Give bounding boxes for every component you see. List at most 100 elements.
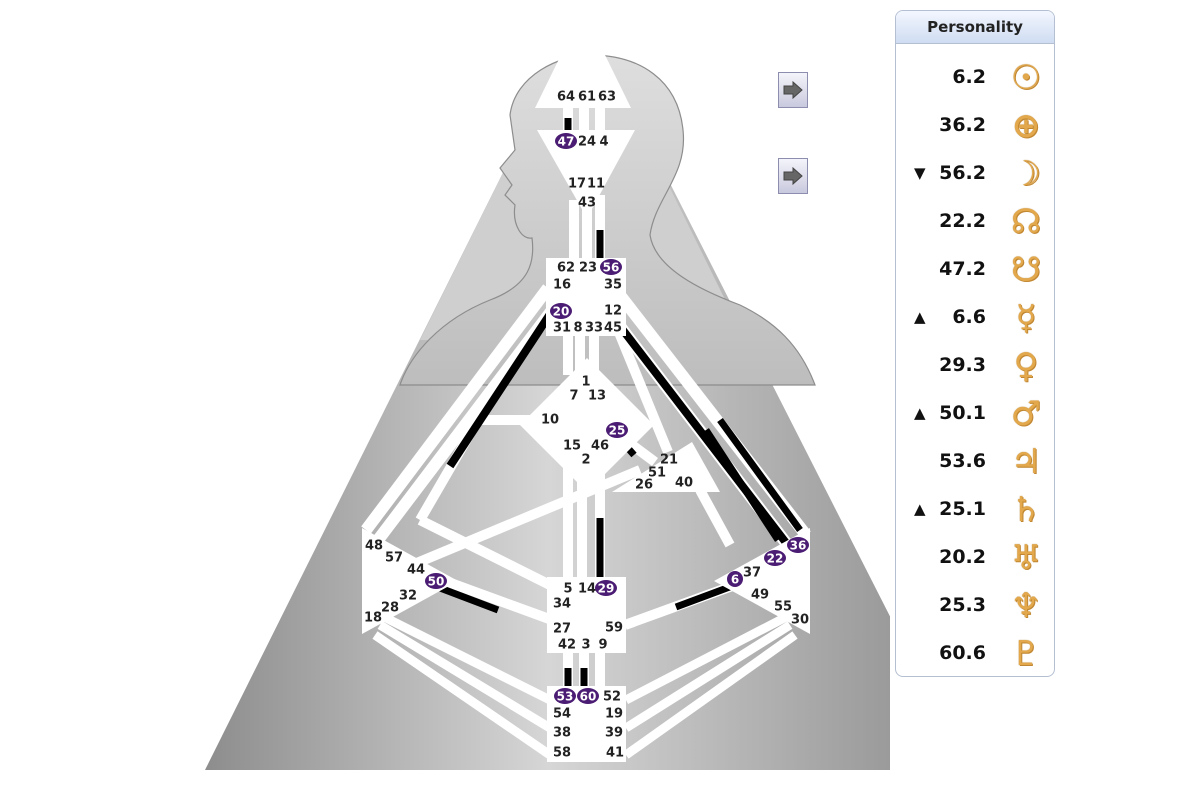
gate-42: 42 bbox=[558, 638, 576, 653]
gate-62: 62 bbox=[557, 261, 575, 276]
planet-row: 6.2☉ bbox=[896, 55, 1054, 103]
gate-38: 38 bbox=[553, 726, 571, 741]
exaltation-arrow: ▲ bbox=[914, 404, 926, 422]
gate-number: 45 bbox=[604, 321, 622, 336]
gate-49: 49 bbox=[751, 588, 769, 603]
ajna-center bbox=[537, 130, 635, 218]
gate-33: 33 bbox=[585, 321, 603, 336]
gate-56: 56 bbox=[600, 259, 622, 275]
arrow-right-icon bbox=[783, 167, 803, 185]
gate-11: 11 bbox=[587, 177, 605, 192]
gate-number: 8 bbox=[573, 321, 582, 336]
next-arrow-button[interactable] bbox=[778, 72, 808, 108]
gate-50: 50 bbox=[425, 573, 447, 589]
g-center bbox=[520, 358, 654, 492]
gate-number: 37 bbox=[743, 566, 761, 581]
gate-number: 58 bbox=[553, 746, 571, 761]
centers bbox=[362, 10, 810, 762]
gate-28: 28 bbox=[381, 601, 399, 616]
gate-number: 35 bbox=[604, 278, 622, 293]
gate-number: 11 bbox=[587, 177, 605, 192]
exaltation-arrow: ▲ bbox=[914, 308, 926, 326]
active-gate-marker bbox=[555, 133, 577, 149]
planet-row: 22.2☊ bbox=[896, 199, 1054, 247]
active-gate-marker bbox=[595, 580, 617, 596]
gate-number: 26 bbox=[635, 478, 653, 493]
gate-54: 54 bbox=[553, 707, 571, 722]
gate-15: 15 bbox=[563, 439, 581, 454]
uranus-icon: ♅ bbox=[1010, 538, 1042, 578]
gate-5: 5 bbox=[563, 582, 572, 597]
gate-30: 30 bbox=[791, 613, 809, 628]
gate-number: 43 bbox=[578, 196, 596, 211]
planet-row: 29.3 ♀ bbox=[896, 343, 1054, 391]
gate-4: 4 bbox=[599, 135, 608, 150]
exaltation-arrow: ▲ bbox=[914, 500, 926, 518]
defined-channels bbox=[438, 118, 803, 688]
gate-20: 20 bbox=[550, 303, 572, 319]
gate-44: 44 bbox=[407, 563, 425, 578]
gate-number: 32 bbox=[399, 589, 417, 604]
gate-line-value: 6.2 bbox=[952, 66, 986, 88]
gate-number: 59 bbox=[605, 621, 623, 636]
gate-number: 29 bbox=[598, 582, 615, 596]
gate-number: 14 bbox=[578, 582, 596, 597]
gate-number: 51 bbox=[648, 466, 666, 481]
silhouette bbox=[399, 54, 816, 386]
personality-panel: Personality 6.2☉36.2⊕▼56.2☽22.2☊47.2☋▲6.… bbox=[895, 10, 1055, 677]
gate-37: 37 bbox=[743, 566, 761, 581]
exaltation-arrow: ▼ bbox=[914, 164, 926, 182]
gate-10: 10 bbox=[541, 413, 559, 428]
gate-3: 3 bbox=[581, 638, 590, 653]
active-gate-marker bbox=[787, 537, 809, 553]
gate-number: 40 bbox=[675, 476, 693, 491]
gate-number: 56 bbox=[603, 261, 620, 275]
gate-line-value: 36.2 bbox=[939, 114, 986, 136]
planet-row: 60.6♇ bbox=[896, 631, 1054, 676]
gate-number: 10 bbox=[541, 413, 559, 428]
gate-number: 50 bbox=[428, 575, 445, 589]
gate-number: 49 bbox=[751, 588, 769, 603]
gate-2: 2 bbox=[581, 453, 590, 468]
gate-number: 60 bbox=[580, 690, 597, 704]
active-gate-marker bbox=[727, 571, 743, 587]
ego-center bbox=[612, 442, 720, 492]
gate-number: 20 bbox=[553, 305, 570, 319]
planet-row: 53.6♃ bbox=[896, 439, 1054, 487]
gate-number: 39 bbox=[605, 726, 623, 741]
gate-23: 23 bbox=[579, 261, 597, 276]
gate-number: 52 bbox=[603, 690, 621, 705]
gate-number: 25 bbox=[609, 424, 626, 438]
gate-number: 55 bbox=[774, 600, 792, 615]
gate-number: 3 bbox=[581, 638, 590, 653]
gate-number: 30 bbox=[791, 613, 809, 628]
gate-34: 34 bbox=[553, 597, 571, 612]
planet-row: 20.2♅ bbox=[896, 535, 1054, 583]
gate-27: 27 bbox=[553, 622, 571, 637]
gate-number: 16 bbox=[553, 278, 571, 293]
gate-36: 36 bbox=[787, 537, 809, 553]
gate-line-value: 56.2 bbox=[939, 162, 986, 184]
gate-number: 31 bbox=[553, 321, 571, 336]
gate-number: 18 bbox=[364, 611, 382, 626]
active-gate-marker bbox=[577, 688, 599, 704]
gate-60: 60 bbox=[577, 688, 599, 704]
gate-number: 47 bbox=[558, 135, 575, 149]
gate-number: 48 bbox=[365, 539, 383, 554]
venus-icon: ♀ bbox=[1013, 346, 1039, 386]
saturn-icon: ♄ bbox=[1010, 490, 1042, 530]
planet-row: 36.2⊕ bbox=[896, 103, 1054, 151]
gate-number: 4 bbox=[599, 135, 608, 150]
gate-number: 41 bbox=[606, 746, 624, 761]
gate-line-value: 29.3 bbox=[939, 354, 986, 376]
next-arrow-button[interactable] bbox=[778, 158, 808, 194]
gate-number: 34 bbox=[553, 597, 571, 612]
gate-31: 31 bbox=[553, 321, 571, 336]
gate-number: 62 bbox=[557, 261, 575, 276]
active-gate-marker bbox=[606, 422, 628, 438]
gate-53: 53 bbox=[554, 688, 576, 704]
gate-48: 48 bbox=[365, 539, 383, 554]
gate-25: 25 bbox=[606, 422, 628, 438]
